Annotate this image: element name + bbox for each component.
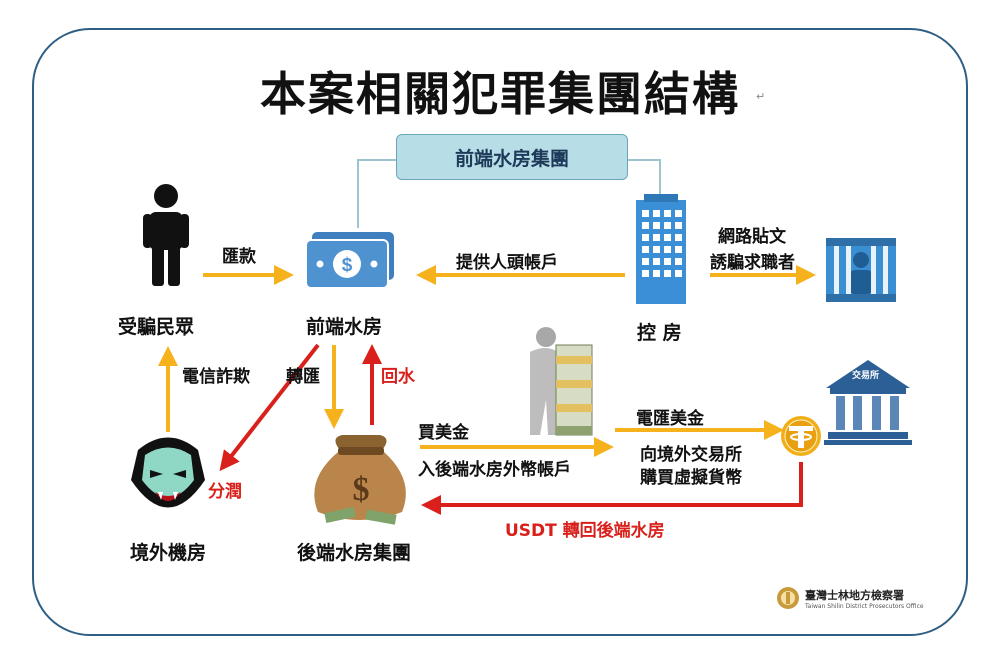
node-front-house: 前端水房 [306, 316, 383, 338]
prosecutors-logo: 臺灣士林地方檢察署 Taiwan Shilin District Prosecu… [775, 585, 924, 611]
dollar-stack-icon [530, 327, 593, 436]
group-connector [357, 159, 661, 228]
bank-icon [824, 360, 912, 445]
edge-exchange-label-2: 購買虛擬貨幣 [640, 468, 742, 488]
return-mark: ↵ [756, 90, 766, 103]
exchange-sign-label: 交易所 [852, 371, 880, 381]
edge-profit-share-label: 分潤 [208, 482, 242, 502]
edge-recruit-label-1: 網路貼文 [718, 227, 786, 247]
person-icon [143, 184, 189, 286]
node-overseas-room: 境外機房 [130, 542, 207, 564]
cash-icon: $ [305, 232, 394, 289]
edge-exchange-label-1: 向境外交易所 [640, 445, 742, 465]
edge-buy-usd-label: 買美金 [418, 423, 469, 443]
edge-deposit-fx-label: 入後端水房外幣帳戶 [418, 460, 571, 480]
svg-text:$: $ [342, 255, 353, 276]
edge-telecom-fraud-label: 電信詐欺 [182, 367, 250, 387]
node-back-group: 後端水房集團 [297, 542, 412, 564]
arrow-usdt-back [421, 462, 803, 515]
node-control-room: 控 房 [637, 322, 682, 344]
svg-text:$: $ [353, 471, 370, 508]
logo-english: Taiwan Shilin District Prosecutors Offic… [805, 602, 924, 610]
edge-usdt-back-label: USDT 轉回後端水房 [505, 521, 665, 541]
money-bag-icon: $ [314, 435, 406, 525]
diagram-title: 本案相關犯罪集團結構 [260, 67, 740, 121]
building-icon [636, 194, 686, 304]
edge-provide-accounts-label: 提供人頭帳戶 [456, 253, 558, 273]
arrow-profit-share [219, 343, 320, 472]
diagram-frame [32, 28, 968, 636]
tether-icon [781, 416, 821, 456]
edge-wire-usd-label: 電匯美金 [636, 409, 704, 429]
jail-icon [826, 238, 896, 302]
node-victims: 受騙民眾 [118, 316, 195, 338]
group-label-box: 前端水房集團 [396, 134, 628, 180]
edge-remit-label: 匯款 [222, 247, 256, 267]
vampire-icon [131, 437, 205, 508]
logo-name: 臺灣士林地方檢察署 [805, 588, 904, 602]
edge-recruit-label-2: 誘騙求職者 [710, 253, 795, 273]
edge-transfer-label: 轉匯 [286, 367, 320, 387]
edge-return-water-label: 回水 [381, 367, 415, 387]
group-label: 前端水房集團 [454, 147, 569, 170]
seal-icon [777, 587, 799, 609]
